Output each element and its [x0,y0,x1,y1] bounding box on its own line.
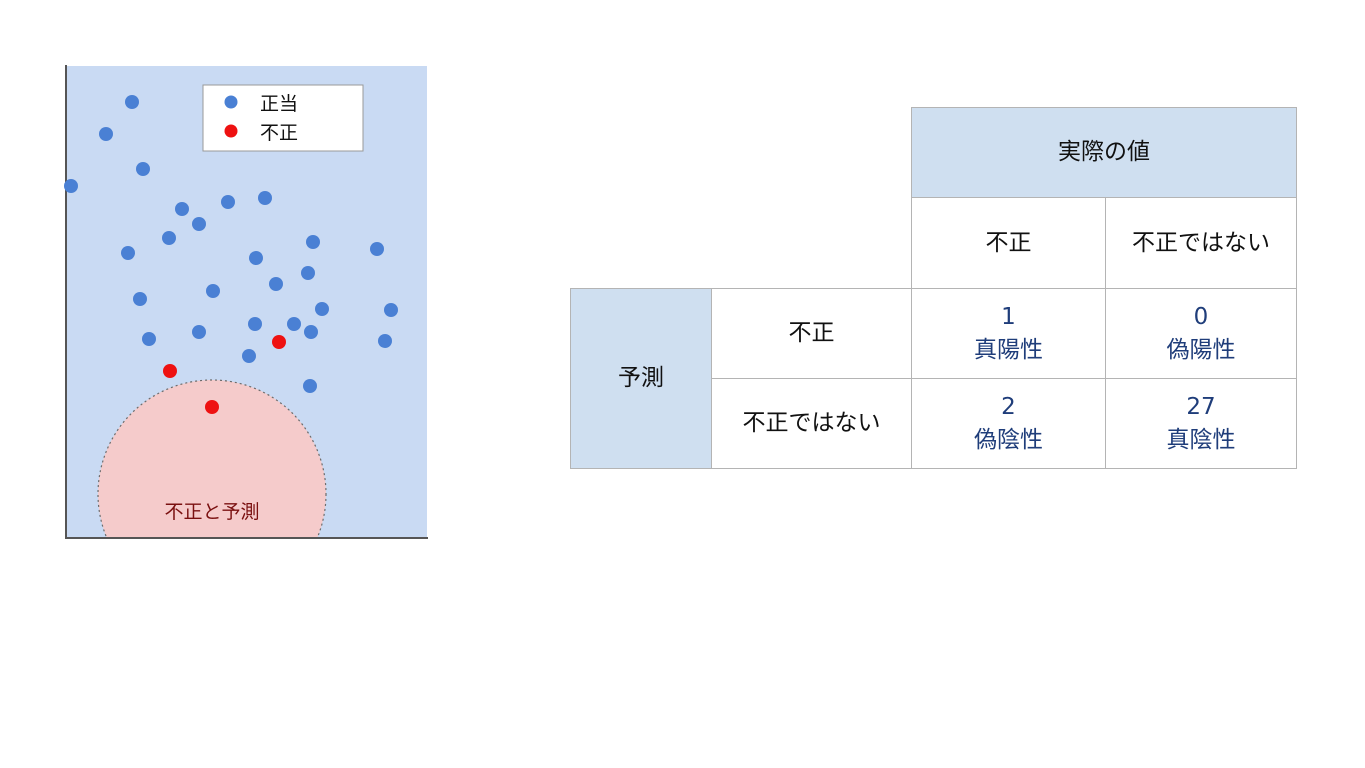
legitimate-point [99,127,113,141]
legitimate-point [221,195,235,209]
row-header-fraud-label: 不正 [788,320,835,347]
scatter-plot: 不正と予測 正当 不正 [64,65,428,539]
prediction-header: 予測 [570,288,712,469]
false-negative-label: 偽陰性 [974,426,1043,453]
legend-marker-fraud [224,124,238,138]
data-points [64,95,398,414]
row-header-fraud: 不正 [711,288,912,379]
legitimate-point [269,277,283,291]
legend-marker-legitimate [224,95,238,109]
actual-values-header: 実際の値 [911,107,1297,198]
legend-label-legitimate: 正当 [260,93,298,115]
true-positive-label: 真陽性 [974,336,1043,363]
legitimate-point [249,251,263,265]
legitimate-point [121,246,135,260]
true-negative-label: 真陰性 [1166,426,1236,453]
false-positive-label: 偽陽性 [1166,336,1236,363]
legitimate-point [370,242,384,256]
column-header-fraud: 不正 [911,197,1106,289]
legitimate-point [301,266,315,280]
column-header-not-fraud-label: 不正ではない [1132,229,1270,256]
true-negative-count: 27 [1186,394,1216,421]
legitimate-point [206,284,220,298]
fraud-point [163,364,177,378]
legitimate-point [304,325,318,339]
legitimate-point [142,332,156,346]
legitimate-point [162,231,176,245]
legitimate-point [384,303,398,317]
legitimate-point [133,292,147,306]
false-negative-count: 2 [1001,394,1016,421]
legend-label-fraud: 不正 [260,122,298,144]
legitimate-point [192,217,206,231]
column-header-not-fraud: 不正ではない [1105,197,1297,289]
legitimate-point [136,162,150,176]
prediction-header-label: 予測 [618,365,664,392]
column-header-fraud-label: 不正 [985,229,1032,256]
true-positive-count: 1 [1001,304,1016,331]
row-header-not-fraud: 不正ではない [711,378,912,469]
false-positive-count: 0 [1193,304,1209,331]
legitimate-point [192,325,206,339]
legitimate-point [287,317,301,331]
cell-true-positive: 1 真陽性 [911,288,1106,379]
legitimate-point [242,349,256,363]
fraud-point [205,400,219,414]
legitimate-point [125,95,139,109]
row-header-not-fraud-label: 不正ではない [742,410,881,437]
legitimate-point [378,334,392,348]
cell-false-positive: 0 偽陽性 [1105,288,1297,379]
predicted-fraud-region-label: 不正と予測 [164,501,259,523]
fraud-point [272,335,286,349]
actual-values-header-label: 実際の値 [1058,139,1150,166]
legitimate-point [303,379,317,393]
legitimate-point [248,317,262,331]
legitimate-point [175,202,189,216]
legitimate-point [315,302,329,316]
legend: 正当 不正 [202,84,364,152]
legitimate-point [258,191,272,205]
predicted-fraud-region [97,379,327,538]
legitimate-point [306,235,320,249]
cell-false-negative: 2 偽陰性 [911,378,1106,469]
cell-true-negative: 27 真陰性 [1105,378,1297,469]
legitimate-point [64,179,78,193]
